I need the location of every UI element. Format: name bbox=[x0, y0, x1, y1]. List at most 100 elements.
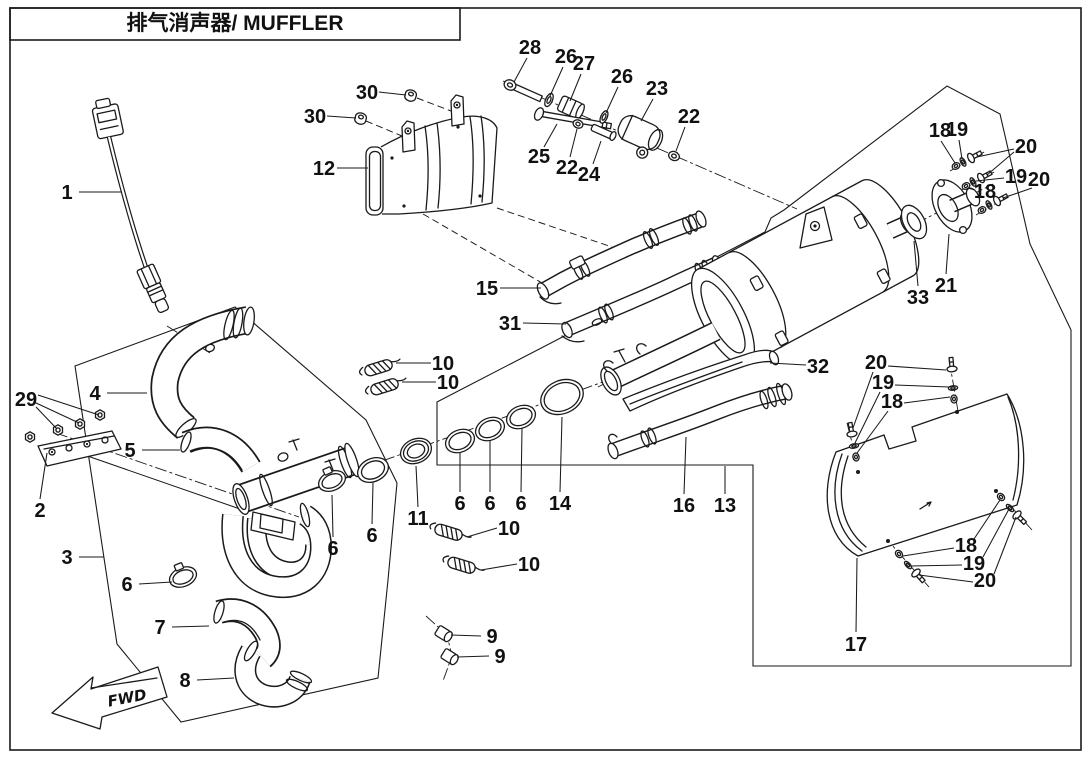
part-28-bolt bbox=[503, 79, 543, 103]
fwd-direction-marker: FWD bbox=[51, 666, 168, 730]
callout-6: 6 bbox=[484, 440, 496, 515]
callout-9: 9 bbox=[456, 646, 506, 668]
callout-31: 31 bbox=[499, 313, 567, 335]
part-6-gasket-c bbox=[357, 456, 389, 484]
part-6-clamp-a bbox=[164, 558, 201, 592]
callout-22: 22 bbox=[675, 106, 700, 152]
callout-leader-26 bbox=[605, 86, 619, 114]
callout-30: 30 bbox=[304, 106, 357, 128]
part-number-15: 15 bbox=[476, 278, 498, 300]
part-22-nut-b bbox=[668, 150, 680, 162]
part-number-6: 6 bbox=[121, 574, 132, 596]
callout-leader-20 bbox=[993, 516, 1017, 575]
callout-leader-19 bbox=[975, 177, 1005, 182]
part-number-2: 2 bbox=[34, 500, 45, 522]
callout-8: 8 bbox=[179, 670, 235, 692]
callout-leader-30 bbox=[326, 115, 357, 119]
part-number-6: 6 bbox=[454, 493, 465, 515]
callout-leader-22 bbox=[569, 128, 578, 158]
part-number-3: 3 bbox=[61, 547, 72, 569]
callout-1: 1 bbox=[61, 182, 122, 204]
part-number-31: 31 bbox=[499, 313, 521, 335]
part-8-rear-elbow-pipe bbox=[234, 640, 313, 708]
callout-19: 19 bbox=[975, 166, 1027, 188]
part-number-6: 6 bbox=[366, 525, 377, 547]
callout-20: 20 bbox=[976, 136, 1037, 176]
callout-26: 26 bbox=[549, 46, 577, 97]
callout-leader-10 bbox=[480, 563, 518, 571]
page-border bbox=[9, 7, 1082, 751]
part-26-washer-a bbox=[544, 92, 554, 108]
callout-leader-31 bbox=[522, 322, 567, 325]
part-11-seal-ring bbox=[399, 437, 433, 465]
part-number-10: 10 bbox=[437, 372, 459, 394]
callout-17: 17 bbox=[845, 557, 867, 656]
callout-33: 33 bbox=[907, 240, 929, 309]
part-9-cap-b bbox=[439, 647, 461, 667]
callout-leader-24 bbox=[592, 140, 602, 165]
callout-leader-8 bbox=[196, 677, 235, 681]
callout-leader-22 bbox=[675, 126, 686, 152]
part-10-spring-b bbox=[363, 374, 409, 399]
page-title: 排气消声器/ MUFFLER bbox=[127, 11, 344, 35]
part-9-cap-a bbox=[433, 624, 455, 644]
part-number-20: 20 bbox=[974, 570, 996, 592]
callout-leader-6 bbox=[371, 482, 374, 525]
callout-5: 5 bbox=[124, 440, 180, 462]
callout-28: 28 bbox=[513, 37, 541, 83]
callout-leader-9 bbox=[450, 634, 482, 637]
callout-19: 19 bbox=[854, 372, 950, 444]
callout-leader-18 bbox=[967, 187, 976, 191]
part-number-10: 10 bbox=[518, 554, 540, 576]
callout-leader-20 bbox=[986, 151, 1015, 176]
part-3-catalyst-pipe-assy bbox=[221, 438, 360, 599]
callout-leader-18 bbox=[973, 499, 1001, 540]
muffler-hanger-bracket bbox=[799, 206, 833, 249]
part-15-front-pipe-shielded bbox=[536, 210, 707, 305]
part-10-spring-d bbox=[440, 553, 486, 578]
callout-4: 4 bbox=[89, 383, 147, 405]
callout-leader-19 bbox=[854, 391, 881, 444]
part-number-18: 18 bbox=[929, 120, 951, 142]
callout-leader-20 bbox=[852, 371, 874, 429]
callout-6: 6 bbox=[366, 482, 378, 547]
part-number-30: 30 bbox=[304, 106, 326, 128]
callout-leader-20 bbox=[918, 574, 974, 583]
callout-leader-6 bbox=[138, 581, 173, 585]
part-number-18: 18 bbox=[881, 391, 903, 413]
callout-6: 6 bbox=[121, 574, 173, 596]
callout-leader-18 bbox=[902, 547, 955, 557]
part-number-26: 26 bbox=[555, 46, 577, 68]
callout-leader-29 bbox=[35, 406, 58, 430]
callout-23: 23 bbox=[640, 78, 668, 122]
callout-10: 10 bbox=[480, 554, 540, 576]
part-7-elbow-shield bbox=[213, 598, 281, 668]
callout-leader-14 bbox=[559, 416, 563, 493]
part-number-28: 28 bbox=[519, 37, 541, 59]
part-1-oxygen-sensor bbox=[91, 97, 170, 314]
callout-16: 16 bbox=[673, 436, 695, 517]
part-22-nut-a bbox=[572, 119, 584, 129]
part-number-6: 6 bbox=[484, 493, 495, 515]
callout-leader-2 bbox=[39, 452, 48, 500]
part-26-washer-b bbox=[599, 110, 609, 124]
callout-leader-6 bbox=[331, 494, 334, 538]
callout-13: 13 bbox=[714, 466, 736, 517]
callout-30: 30 bbox=[356, 82, 407, 104]
part-number-4: 4 bbox=[89, 383, 101, 405]
part-16-tail-pipe bbox=[607, 382, 793, 460]
callout-leader-23 bbox=[640, 98, 654, 122]
callout-leader-19 bbox=[958, 139, 963, 160]
gasket-rings bbox=[357, 378, 584, 484]
part-number-22: 22 bbox=[556, 157, 578, 179]
part-number-18: 18 bbox=[955, 535, 977, 557]
callout-leader-29 bbox=[33, 401, 80, 424]
callout-leader-20 bbox=[887, 365, 947, 371]
callout-leader-21 bbox=[945, 233, 950, 275]
part-10-spring-c bbox=[427, 520, 473, 545]
part-number-20: 20 bbox=[1015, 136, 1037, 158]
callout-leader-28 bbox=[513, 57, 528, 83]
callout-10: 10 bbox=[466, 518, 520, 540]
part-number-19: 19 bbox=[872, 372, 894, 394]
callout-leader-19 bbox=[910, 564, 963, 567]
